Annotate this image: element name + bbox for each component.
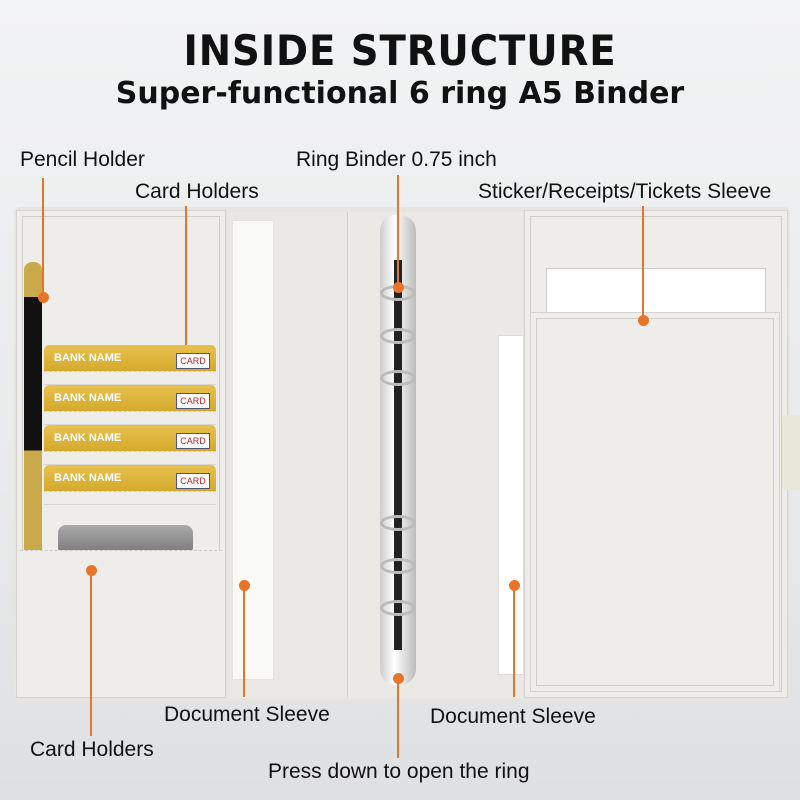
ring <box>380 515 416 531</box>
callout-line <box>397 175 399 287</box>
cash-pocket <box>20 550 222 695</box>
pencil <box>24 262 42 552</box>
document-sheet-left <box>232 220 274 680</box>
label-pencil-holder: Pencil Holder <box>20 148 145 171</box>
ring <box>380 600 416 616</box>
ring-spine-center <box>394 260 402 650</box>
ring <box>380 370 416 386</box>
callout-line <box>513 585 515 697</box>
callout-line <box>90 576 92 695</box>
callout-line <box>42 178 44 298</box>
callout-dot <box>509 580 520 591</box>
callout-dot <box>86 565 97 576</box>
callout-dot <box>393 282 404 293</box>
ring <box>380 328 416 344</box>
callout-dot <box>239 580 250 591</box>
document-sheet-right <box>498 335 524 675</box>
strap <box>782 415 800 490</box>
label-press-down: Press down to open the ring <box>268 760 530 783</box>
callout-line <box>642 206 644 320</box>
sticker-sleeve <box>530 312 780 692</box>
card-tag: CARD <box>176 353 210 369</box>
center-panel <box>348 212 523 698</box>
page-title: INSIDE STRUCTURE <box>183 26 617 75</box>
card-tag: CARD <box>176 473 210 489</box>
ring <box>380 558 416 574</box>
document-sleeve-left <box>228 212 348 698</box>
card-tag: CARD <box>176 433 210 449</box>
page-subtitle: Super-functional 6 ring A5 Binder <box>115 76 685 111</box>
callout-dot <box>638 315 649 326</box>
callout-line <box>397 678 399 758</box>
label-document-sleeve-right: Document Sleeve <box>430 705 596 728</box>
card-tag: CARD <box>176 393 210 409</box>
label-document-sleeve-left: Document Sleeve <box>164 703 330 726</box>
card-pocket <box>44 491 216 505</box>
callout-dot <box>393 673 404 684</box>
card-pocket <box>44 411 216 425</box>
label-card-holders-top: Card Holders <box>135 180 259 203</box>
label-card-holders-bottom: Card Holders <box>30 738 154 761</box>
label-ring-binder: Ring Binder 0.75 inch <box>296 148 497 171</box>
card-pocket <box>44 371 216 385</box>
card-pocket <box>44 451 216 465</box>
callout-dot <box>38 292 49 303</box>
label-sticker-sleeve: Sticker/Receipts/Tickets Sleeve <box>478 180 772 203</box>
callout-line <box>243 585 245 697</box>
